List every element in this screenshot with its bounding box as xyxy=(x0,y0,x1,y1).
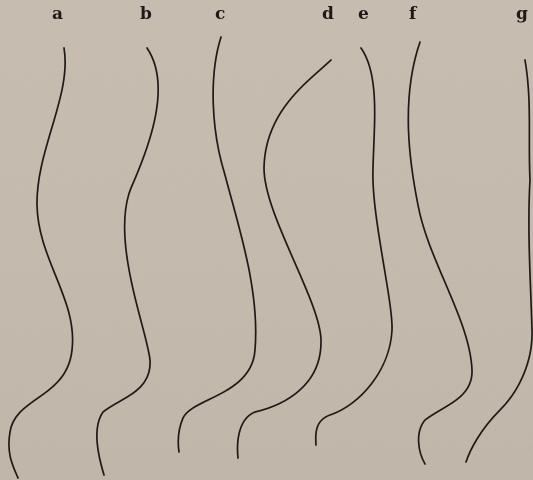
curve-e xyxy=(316,48,392,445)
label-c: c xyxy=(215,4,225,24)
curve-g xyxy=(466,60,532,462)
curve-f xyxy=(408,42,472,464)
curve-b xyxy=(97,48,158,475)
curve-d xyxy=(238,60,331,458)
label-d: d xyxy=(322,4,334,24)
label-e: e xyxy=(358,4,369,24)
label-f: f xyxy=(409,4,416,24)
curve-a xyxy=(9,48,73,478)
curve-c xyxy=(178,37,255,452)
label-g: g xyxy=(516,4,528,24)
label-b: b xyxy=(140,4,152,24)
label-a: a xyxy=(52,4,63,24)
